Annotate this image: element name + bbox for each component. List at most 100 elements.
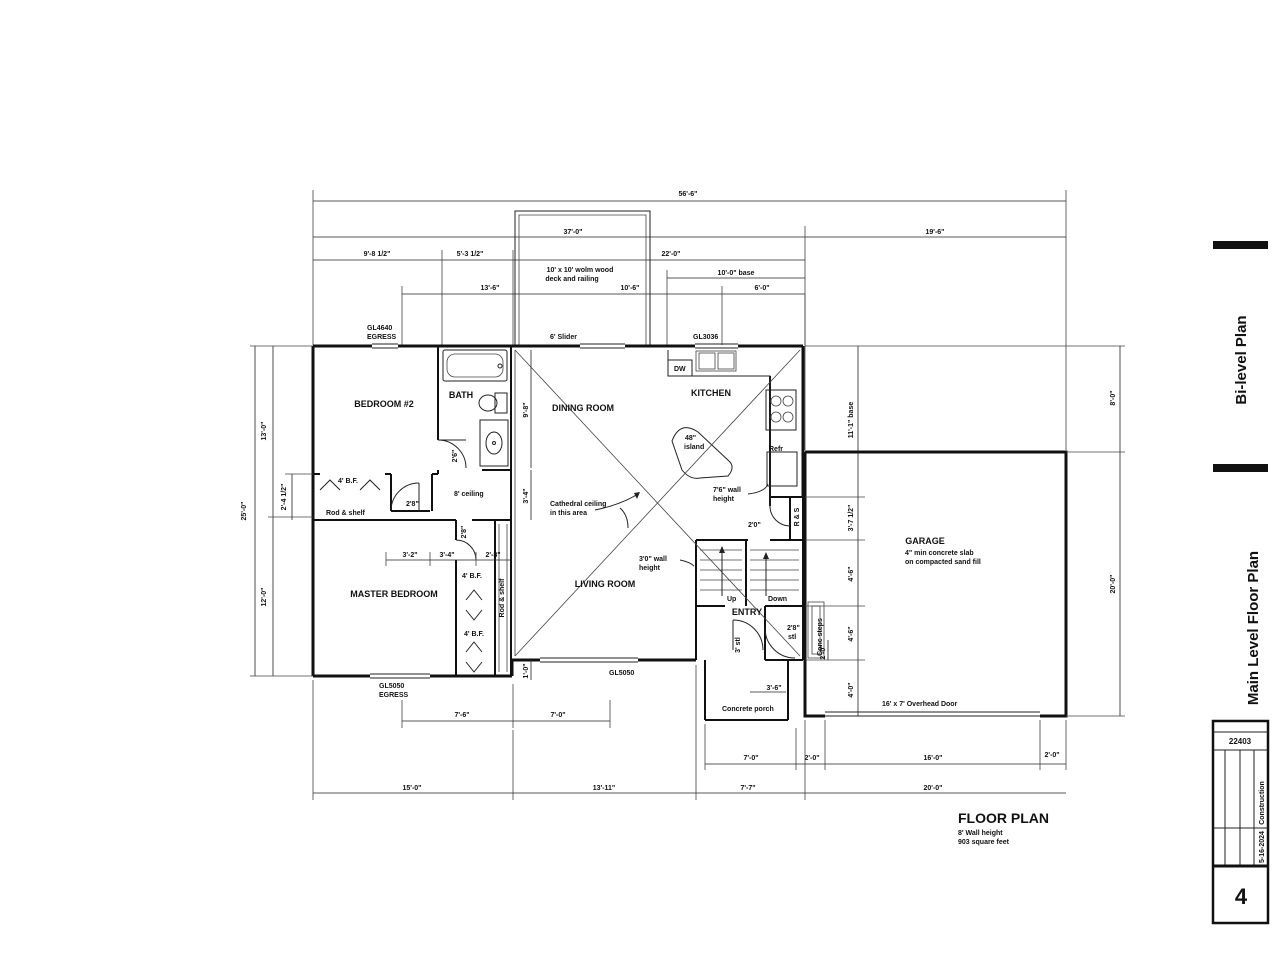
dim-3-2: 3'-2" — [402, 552, 417, 559]
conc-steps-label: Conc steps — [817, 618, 824, 656]
dim-left-13: 13'-0" — [261, 422, 268, 441]
stl-28-line-2: stl — [788, 634, 796, 641]
right-dimensions: 11'-1" base 3'-7 1/2" 4'-6" 4'-6" 4'-0" … — [805, 345, 1125, 717]
dim-2-0-a: 2'-0" — [804, 755, 819, 762]
top-dimensions: 56'-6" 37'-0" 19'-6" 9'-8 1/2" 5'-3 1/2"… — [312, 190, 1067, 450]
dim-9-8: 9'-8 1/2" — [364, 251, 391, 258]
kitchen-fixtures — [667, 350, 798, 506]
dim-7-0-a: 7'-0" — [550, 712, 565, 719]
gl5050-label: GL5050 — [609, 670, 634, 677]
dim-4-6-b: 4'-6" — [848, 626, 855, 641]
dim-house-width: 37'-0" — [564, 229, 583, 236]
sheet-title-block: Bi-level Plan Main Level Floor Plan 2240… — [1211, 241, 1270, 925]
kitchen-wall-line-2: height — [713, 496, 735, 503]
job-number: 22403 — [1229, 737, 1252, 746]
bath-fixtures — [442, 349, 509, 467]
dim-11-1-base: 11'-1" base — [848, 402, 855, 439]
plan-area: 903 square feet — [958, 839, 1010, 846]
bf-top-label: 4' B.F. — [338, 478, 358, 485]
rod-shelf-label: Rod & shelf — [326, 510, 366, 517]
door-swings — [319, 439, 796, 673]
dim-16: 16'-0" — [924, 755, 943, 762]
dim-total-width: 56'-6" — [679, 191, 698, 198]
stair-wall-line-2: height — [639, 565, 661, 572]
egress-bot-line-1: GL5050 — [379, 683, 404, 690]
porch-label: Concrete porch — [722, 706, 774, 713]
dim-20: 20'-0" — [924, 785, 943, 792]
dim-right-20: 20'-0" — [1110, 575, 1117, 594]
door-2-6-label: 2'6" — [452, 450, 459, 463]
dim-6: 6'-0" — [754, 285, 769, 292]
dim-2-0-b: 2'-0" — [1044, 752, 1059, 759]
stl-3-label: 3' stl — [735, 637, 742, 653]
garage-slab-line-2: on compacted sand fill — [905, 559, 981, 566]
dim-left-25: 25'-0" — [241, 502, 248, 521]
dim-13-11: 13'-11" — [593, 785, 616, 792]
dim-2-0-v: 2'-0" — [820, 644, 827, 659]
overhead-door-label: 16' x 7' Overhead Door — [882, 701, 958, 708]
island-label-1: 48" — [685, 435, 696, 442]
egress-bot-line-2: EGRESS — [379, 692, 409, 699]
island-label-2: island — [684, 444, 704, 451]
revision-date: 5-16-2024 — [1259, 831, 1266, 863]
ceiling-8-label: 8' ceiling — [454, 491, 484, 498]
page-number: 4 — [1235, 884, 1248, 909]
rs-label: R & S — [794, 507, 801, 526]
dim-2-8: 2'-8" — [485, 552, 500, 559]
dim-3-4: 3'-4" — [439, 552, 454, 559]
dim-right-8: 8'-0" — [1110, 390, 1117, 405]
stl-28-line-1: 2'8" — [787, 625, 800, 632]
dim-left-12: 12'-0" — [261, 588, 268, 607]
cathedral-line-1: Cathedral ceiling — [550, 501, 606, 508]
sheet-subtitle: Main Level Floor Plan — [1245, 551, 1262, 705]
plan-title: FLOOR PLAN — [958, 810, 1049, 826]
leader-arrows — [594, 483, 769, 567]
room-labels: BEDROOM #2 BATH DINING ROOM KITCHEN MAST… — [350, 388, 945, 617]
dim-4-0-v: 4'-0" — [848, 682, 855, 697]
egress-top-line-2: EGRESS — [367, 334, 397, 341]
interior-dimensions: 9'-8" 3'-4" 1'-0" 3'-2" 3'-4" 2'-8" — [385, 350, 532, 680]
cathedral-ceiling-lines — [514, 349, 801, 657]
room-bedroom-2: BEDROOM #2 — [354, 399, 414, 409]
refr-label: Refr — [769, 446, 783, 453]
dim-left-2-4: 2'-4 1/2" — [281, 484, 288, 511]
dim-10-6: 10'-6" — [621, 285, 640, 292]
dim-3-7: 3'-7 1/2" — [848, 505, 855, 532]
dim-garage-width: 19'-6" — [926, 229, 945, 236]
plan-title-block: FLOOR PLAN 8' Wall height 903 square fee… — [958, 810, 1049, 846]
dim-7-7: 7'-7" — [740, 785, 755, 792]
exterior-walls — [311, 343, 1068, 718]
dim-1-0-v: 1'-0" — [523, 663, 530, 678]
dim-4-6-a: 4'-6" — [848, 566, 855, 581]
sheet-title: Bi-level Plan — [1233, 315, 1250, 404]
room-garage: GARAGE — [905, 536, 945, 546]
dim-3-4-v: 3'-4" — [523, 488, 530, 503]
dim-13-6: 13'-6" — [481, 285, 500, 292]
revision-note: Construction — [1259, 781, 1266, 825]
kitchen-wall-line-1: 7'6" wall — [713, 487, 741, 494]
room-master-bedroom: MASTER BEDROOM — [350, 589, 438, 599]
cathedral-line-2: in this area — [550, 510, 587, 517]
door-2-8-a-label: 2'8" — [406, 501, 419, 508]
garage-slab-line-1: 4" min concrete slab — [905, 550, 974, 557]
stair-wall-line-1: 3'0" wall — [639, 556, 667, 563]
room-dining: DINING ROOM — [552, 403, 614, 413]
gl3036-label: GL3036 — [693, 334, 718, 341]
dim-7-6: 7'-6" — [454, 712, 469, 719]
slider-label: 6' Slider — [550, 334, 577, 341]
room-kitchen: KITCHEN — [691, 388, 731, 398]
door-2-8-b-label: 2'8" — [461, 526, 468, 539]
plan-notes: GL4640 EGRESS 6' Slider GL3036 DW 48" is… — [326, 325, 981, 713]
dim-5-3: 5'-3 1/2" — [457, 251, 484, 258]
room-bath: BATH — [449, 390, 473, 400]
rod-shelf-vertical: Rod & shelf — [499, 578, 506, 618]
dim-7-0-b: 7'-0" — [743, 755, 758, 762]
stair-up-label: Up — [727, 596, 736, 603]
egress-top-line-1: GL4640 — [367, 325, 392, 332]
dim-9-8-v: 9'-8" — [523, 402, 530, 417]
bottom-dimensions: 3'-6" 7'-6" 7'-0" 7'-0" 2'-0" 16'-0" 2'-… — [312, 665, 1067, 800]
stair-down-label: Down — [768, 596, 787, 603]
deck-label-line-1: 10' x 10' wolm wood — [547, 267, 614, 274]
stairs — [700, 546, 825, 659]
